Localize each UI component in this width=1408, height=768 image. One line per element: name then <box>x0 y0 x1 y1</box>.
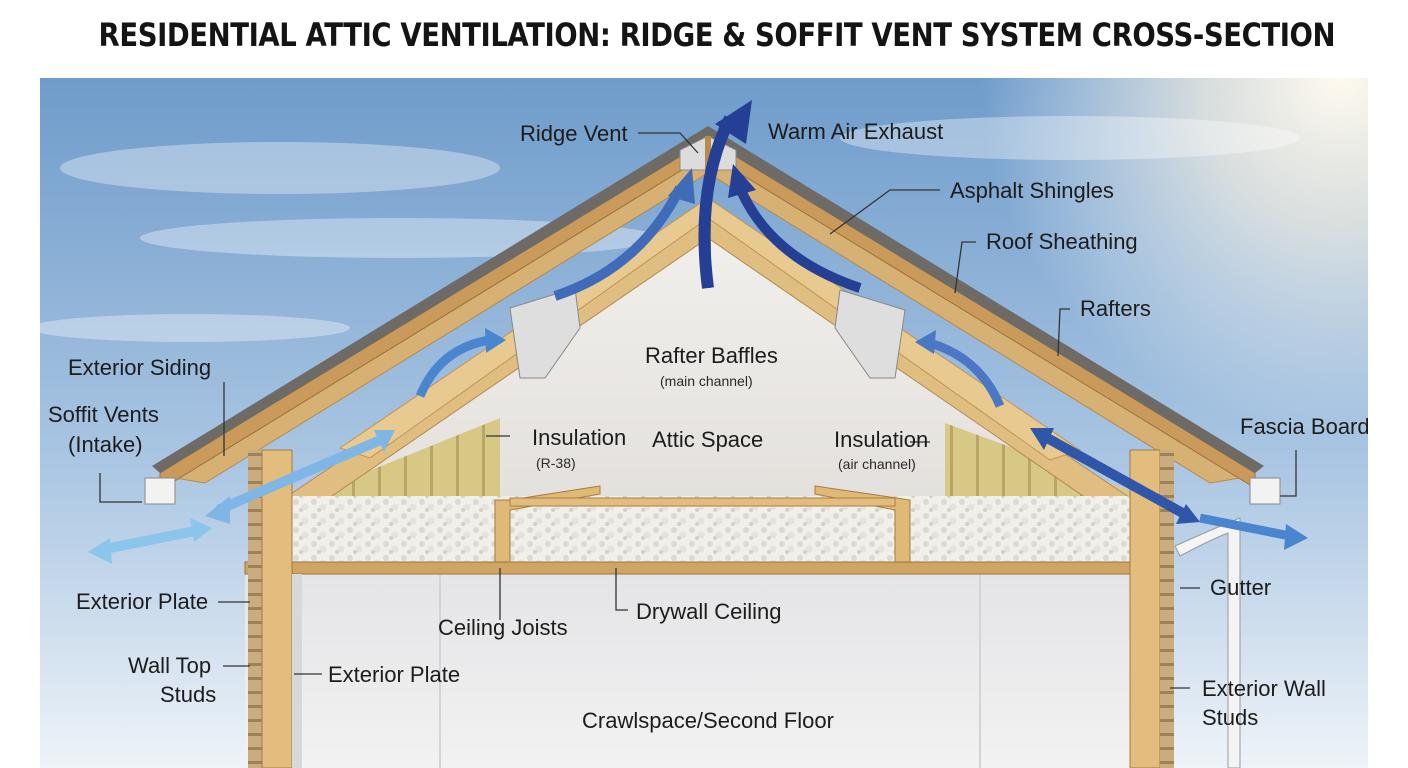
airflow-arrows <box>88 100 1308 564</box>
leader-lines <box>99 132 1297 689</box>
label-insulation-left-sub: (R-38) <box>536 455 576 471</box>
label-crawlspace: Crawlspace/Second Floor <box>582 708 834 733</box>
wall-stud-left <box>261 449 293 768</box>
label-exterior-wall-studs: Studs <box>1202 705 1258 730</box>
label-exterior-siding: Exterior Siding <box>68 355 211 380</box>
label-wall-top: Wall Top <box>128 653 211 678</box>
label-insulation-right-sub: (air channel) <box>838 456 916 472</box>
label-rafters: Rafters <box>1080 296 1151 321</box>
label-asphalt-shingles: Asphalt Shingles <box>950 178 1114 203</box>
label-exterior-plate-inner: Exterior Plate <box>328 662 460 687</box>
label-exterior-plate-left: Exterior Plate <box>76 589 208 614</box>
ceiling-insulation <box>290 496 1135 562</box>
label-insulation-right: Insulation <box>834 427 928 452</box>
rafter-baffle-right <box>834 289 906 379</box>
label-attic-space: Attic Space <box>652 427 763 452</box>
fascia-board <box>1249 477 1281 505</box>
label-warm-air-exhaust: Warm Air Exhaust <box>768 119 943 144</box>
gutter <box>1174 517 1241 768</box>
warm-air-exhaust-arrow <box>698 115 736 289</box>
label-fascia-board: Fascia Board <box>1240 414 1368 439</box>
label-insulation-left: Insulation <box>532 425 626 450</box>
label-roof-sheathing: Roof Sheathing <box>986 229 1138 254</box>
label-soffit-vents-intake: (Intake) <box>68 432 143 457</box>
label-wall-top-studs: Studs <box>160 682 216 707</box>
drywall-ceiling <box>244 561 1171 575</box>
diagram-title: RESIDENTIAL ATTIC VENTILATION: RIDGE & S… <box>98 16 1336 54</box>
label-ceiling-joists: Ceiling Joists <box>438 615 568 640</box>
label-rafter-baffles-sub: (main channel) <box>660 373 753 389</box>
interior-room <box>245 570 1170 768</box>
label-drywall-ceiling: Drywall Ceiling <box>636 599 781 624</box>
label-rafter-baffles: Rafter Baffles <box>645 343 778 368</box>
exterior-siding-left <box>248 450 262 768</box>
label-exterior-wall: Exterior Wall <box>1202 676 1326 701</box>
attic-cross-section-diagram: Ridge Vent Warm Air Exhaust Asphalt Shin… <box>40 78 1368 768</box>
label-soffit-vents: Soffit Vents <box>48 402 159 427</box>
label-ridge-vent: Ridge Vent <box>520 121 628 146</box>
label-gutter: Gutter <box>1210 575 1271 600</box>
soffit-vent <box>144 477 176 505</box>
